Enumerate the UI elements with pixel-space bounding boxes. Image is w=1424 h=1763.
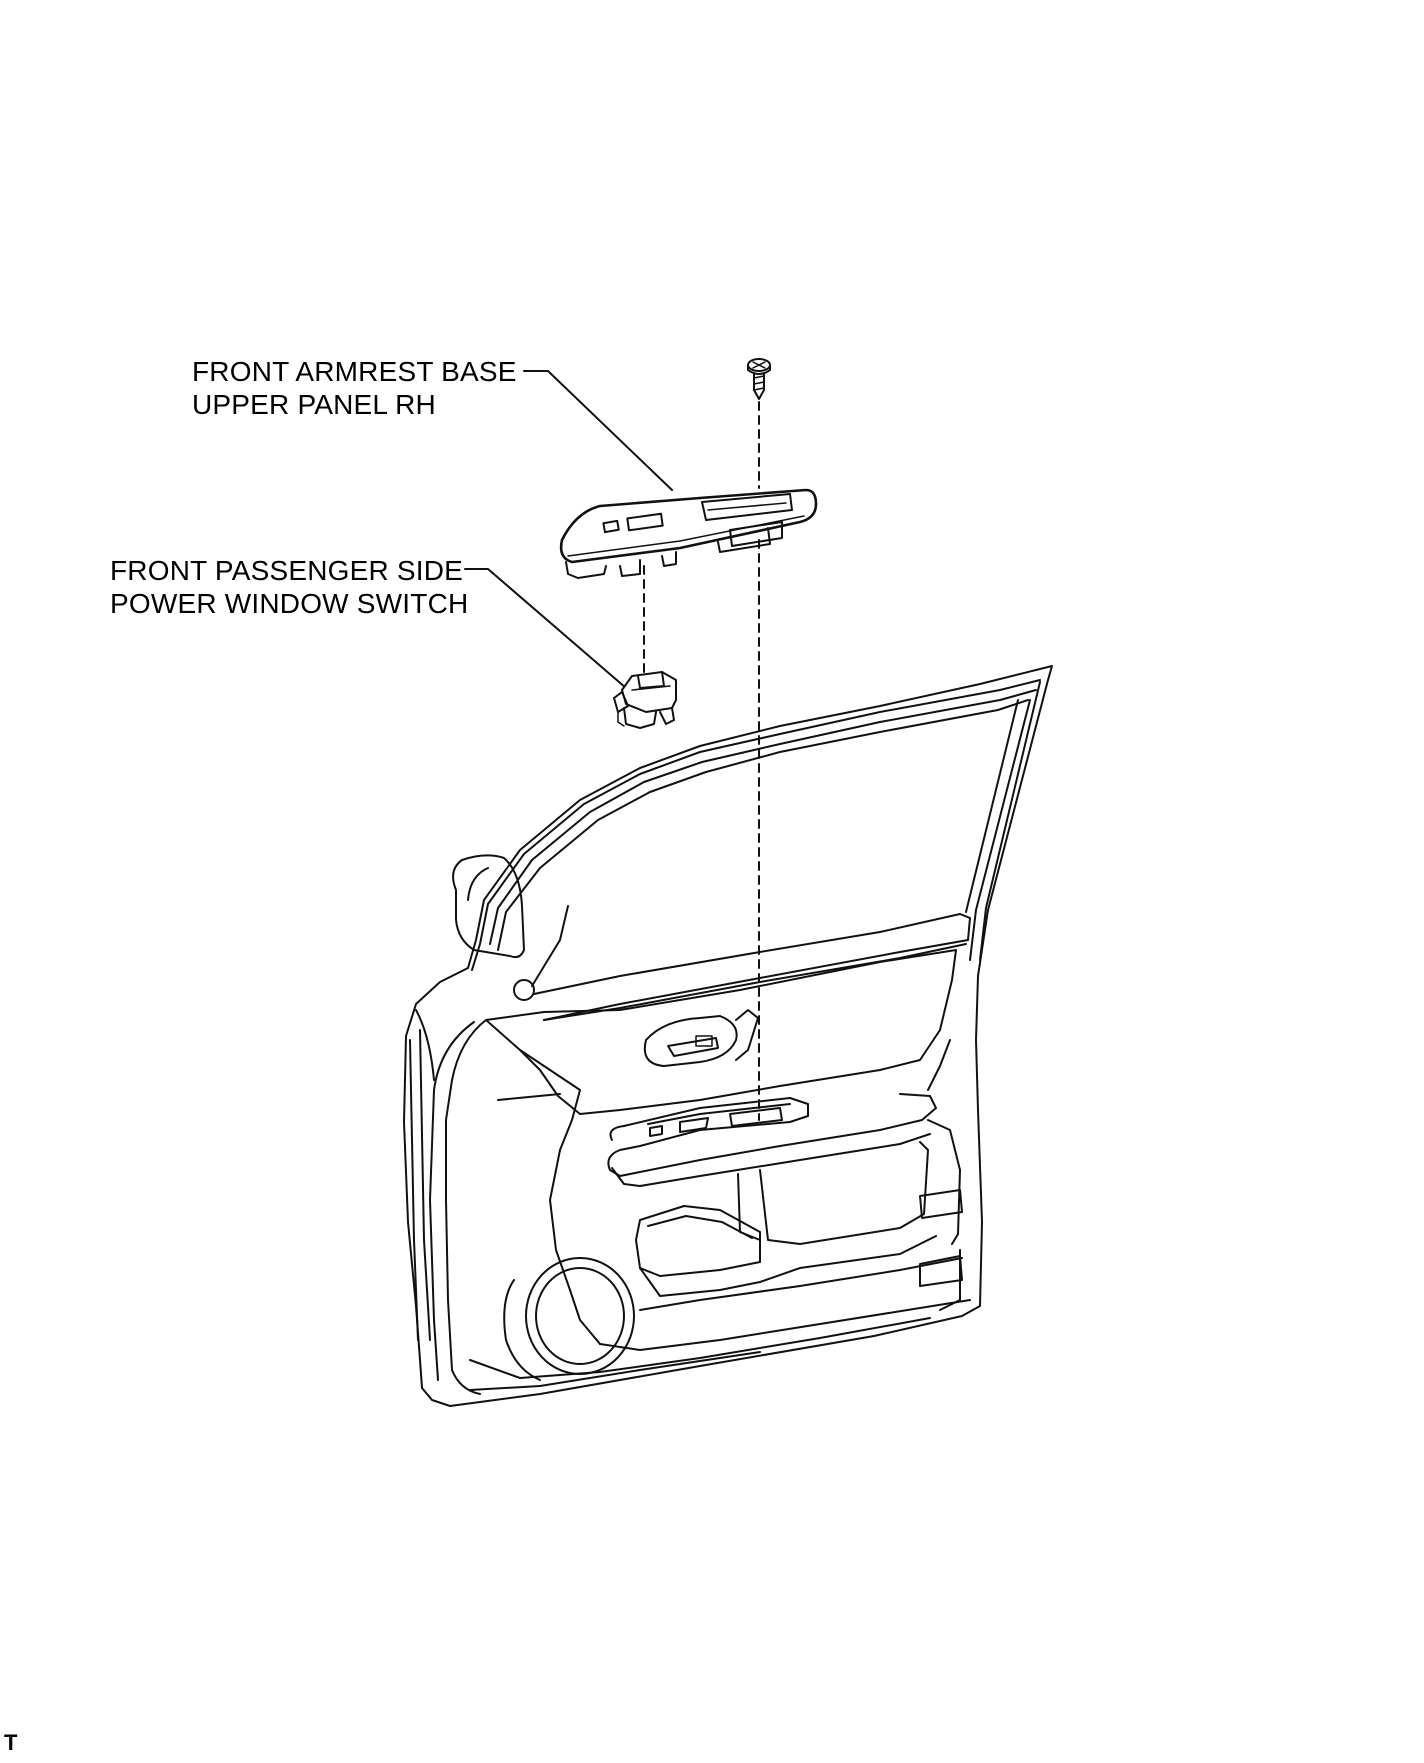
switch-leader (464, 568, 627, 689)
armrest-panel-label-line1: FRONT ARMREST BASE (192, 356, 517, 387)
armrest-panel-label-line2: UPPER PANEL RH (192, 389, 436, 420)
leader-lines (464, 370, 673, 689)
window-switch-label-line1: FRONT PASSENGER SIDE (110, 555, 464, 586)
door-outer-frame (403, 665, 1053, 1407)
speaker-grille (503, 1257, 635, 1381)
screw-icon (747, 358, 771, 400)
armrest-panel-label: FRONT ARMREST BASE UPPER PANEL RH (192, 355, 517, 421)
door-assembly (403, 665, 1053, 1407)
side-mirror (452, 854, 525, 959)
armrest-base-upper-panel (559, 488, 818, 579)
installation-lines (643, 401, 760, 1121)
inner-door-handle (643, 1009, 759, 1067)
corner-mark: T (4, 1730, 18, 1755)
armrest-leader (523, 370, 673, 491)
window-switch-label-line2: POWER WINDOW SWITCH (110, 588, 469, 619)
window-switch-label: FRONT PASSENGER SIDE POWER WINDOW SWITCH (110, 554, 468, 620)
door-armrest (607, 1093, 937, 1187)
power-window-switch (613, 671, 677, 729)
